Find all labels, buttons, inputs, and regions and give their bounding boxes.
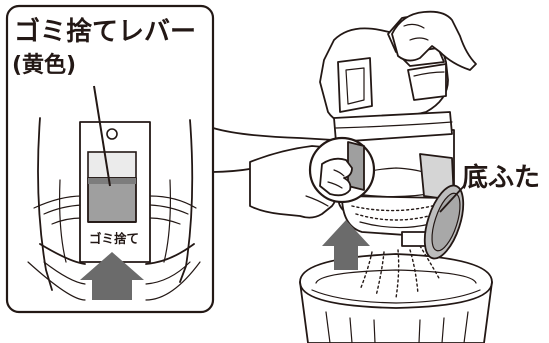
screw-hole (107, 129, 117, 139)
dust-release-lever[interactable] (88, 152, 136, 222)
trash-bin (300, 254, 492, 343)
callout-connector-top (213, 128, 334, 140)
bottom-lid-label: 底ふた (462, 162, 540, 193)
lever-color-label: (黄色) (12, 52, 76, 78)
callout-panel: ゴミ捨て ゴミ捨てレバー (黄色) (7, 6, 213, 312)
lever-label: ゴミ捨てレバー (14, 16, 196, 47)
main-illustration (250, 12, 492, 343)
zoom-circle (310, 138, 374, 202)
lever-text: ゴミ捨て (89, 231, 139, 246)
